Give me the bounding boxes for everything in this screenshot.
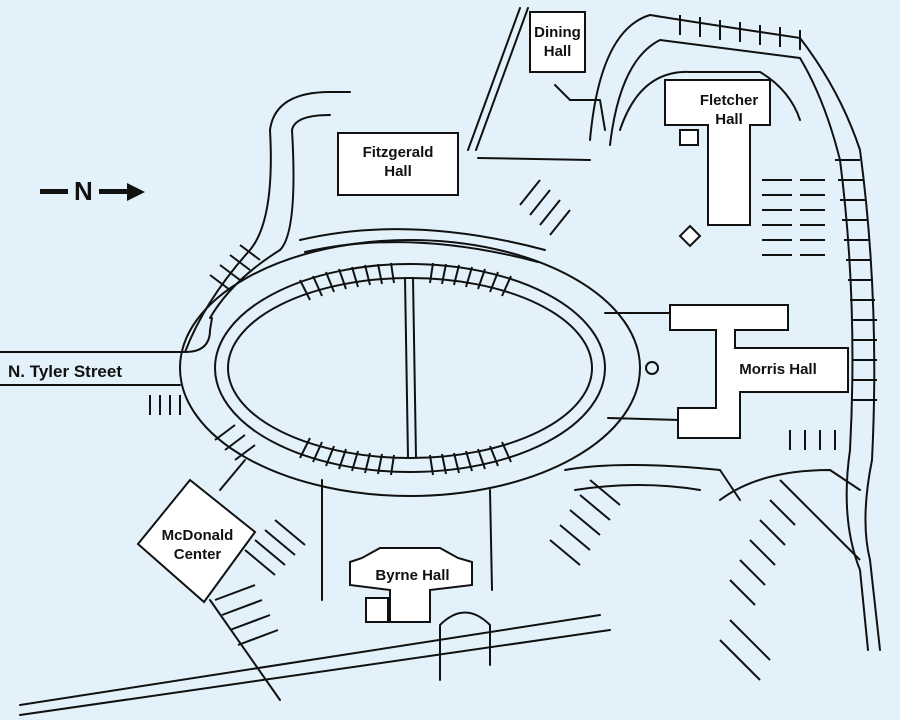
south-boundary-road	[19, 614, 601, 706]
ring-road-inner	[214, 263, 606, 473]
fitzgerald-hall-building	[337, 132, 459, 196]
fletcher-hall-building	[664, 79, 771, 226]
west-loop-road	[184, 91, 351, 353]
mcdonald-center-label: McDonald Center	[161, 527, 234, 563]
mcdonald-path	[219, 459, 246, 491]
buildings	[136, 11, 849, 623]
compass-arrow-shaft	[98, 189, 127, 194]
ring-road-outer	[179, 239, 641, 497]
south-east-lot	[719, 469, 861, 501]
central-oval	[227, 277, 593, 459]
dining-path	[467, 7, 521, 151]
south-boundary-road-2	[19, 629, 611, 716]
southeast-drive-2	[574, 484, 701, 491]
compass-bar	[40, 189, 68, 194]
mcdonald-lot	[209, 599, 281, 701]
north-indicator: N	[40, 176, 145, 207]
east-loop-road	[589, 14, 881, 651]
mcdonald-center-building	[136, 478, 257, 604]
east-spur	[619, 70, 801, 131]
southeast-drive	[564, 464, 741, 501]
byrne-driveway	[439, 611, 491, 681]
fitzgerald-drive	[299, 228, 546, 251]
byrne-hall-annex	[365, 597, 389, 623]
fitzgerald-hall-label: Fitzgerald Hall	[362, 144, 434, 180]
west-loop-road-2	[209, 114, 331, 319]
fletcher-hall-kiosk	[678, 224, 702, 248]
parking-rows	[149, 15, 877, 681]
morris-circle	[645, 361, 659, 375]
parking-stalls	[149, 15, 877, 681]
fletcher-hall-label: Fletcher Hall	[699, 92, 759, 128]
fitz-walk	[477, 157, 591, 161]
byrne-path-2	[489, 489, 493, 591]
morris-drive-2	[607, 417, 681, 421]
fitzgerald-drive-2	[304, 241, 539, 263]
morris-hall-building	[669, 304, 849, 439]
tyler-street-road	[0, 317, 213, 353]
tyler-street-label: N. Tyler Street	[8, 362, 123, 381]
oval-walkway-2	[412, 277, 417, 459]
byrne-hall-building	[349, 547, 473, 623]
fletcher-hall-annex	[679, 129, 699, 146]
dining-hall-building	[529, 11, 586, 73]
dining-path-2	[475, 7, 529, 151]
dining-hall-label: Dining Hall	[534, 24, 581, 60]
dining-walk	[554, 84, 606, 131]
arrow-right-icon	[126, 182, 145, 201]
compass-letter: N	[74, 176, 93, 206]
byrne-hall-label: Byrne Hall	[375, 567, 450, 584]
morris-hall-label: Morris Hall	[739, 361, 817, 378]
oval-walkway	[404, 277, 409, 459]
